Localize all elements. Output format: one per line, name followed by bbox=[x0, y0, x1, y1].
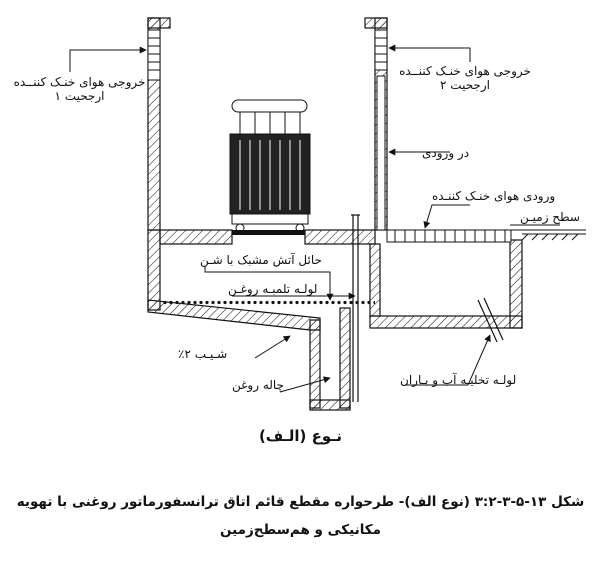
exhaust-louvre-2 bbox=[374, 29, 388, 71]
basin-wall-right bbox=[509, 239, 523, 329]
entrance-door-frame bbox=[376, 75, 386, 231]
basin-floor bbox=[369, 315, 523, 329]
sloped-floor bbox=[147, 299, 321, 331]
oil-pit-label: چاله روغن bbox=[232, 378, 284, 392]
ground-level-label: سطح زمیـن bbox=[520, 210, 580, 224]
exhaust-louvre-1 bbox=[147, 29, 161, 81]
exhaust-1-label: خروجی هوای خنـک کننــده ارجحیت ۱ bbox=[12, 75, 147, 103]
transformer-rails bbox=[232, 230, 305, 235]
exhaust-2-line2: ارجحیت ۲ bbox=[440, 78, 490, 92]
floor-slab-right bbox=[304, 229, 376, 245]
roof-ledge-left bbox=[147, 17, 171, 29]
drain-pipe bbox=[477, 297, 504, 343]
pit-wall-right bbox=[339, 307, 351, 409]
left-wall-lower bbox=[147, 229, 161, 311]
figure-caption-line1: شکل ۱۳-۵-۳-۳:۲ (نوع الف)- طرحواره مقطع ق… bbox=[16, 494, 585, 510]
intake-duct bbox=[386, 229, 512, 243]
fire-grate-gravel bbox=[160, 300, 375, 306]
figure-caption-line2: مکانیکی و هم‌سطح‌زمین bbox=[219, 522, 382, 538]
fire-grate-label: حائل آتش مشبک با شـن bbox=[200, 253, 322, 267]
room-walls bbox=[147, 17, 523, 411]
intake-label: ورودی هوای خنـک کننـده bbox=[432, 189, 556, 203]
leader-lines bbox=[69, 44, 560, 393]
diagram-title: نـوع (الـف) bbox=[258, 427, 343, 445]
oil-pump-pipe bbox=[351, 214, 360, 402]
exhaust-1-line1: خروجی هوای خنـک کننــده bbox=[13, 75, 146, 89]
slope-label: شـیـب ۲٪ bbox=[178, 347, 228, 361]
transformer-conservator bbox=[231, 99, 308, 113]
pit-floor bbox=[309, 399, 351, 411]
transformer bbox=[229, 99, 311, 233]
pit-wall-left bbox=[309, 319, 321, 409]
ground-surface bbox=[387, 229, 586, 241]
exhaust-2-label: خروجی هوای خنـک کننــده ارجحیت ۲ bbox=[395, 64, 535, 92]
floor-slab-left bbox=[159, 229, 233, 245]
drain-pipe-label: لولـه تخلیـه آب و بـاران bbox=[400, 373, 517, 387]
exhaust-1-line2: ارجحیت ۱ bbox=[54, 89, 105, 103]
transformer-base bbox=[231, 213, 309, 225]
roof-ledge-right bbox=[364, 17, 388, 29]
exhaust-2-line1: خروجی هوای خنـک کننــده bbox=[399, 64, 531, 78]
oil-pipe-label: لولـه تلمبـه روغـن bbox=[228, 282, 318, 296]
basin-wall-left bbox=[369, 243, 381, 317]
entrance-door-label: در ورودی bbox=[422, 146, 470, 160]
